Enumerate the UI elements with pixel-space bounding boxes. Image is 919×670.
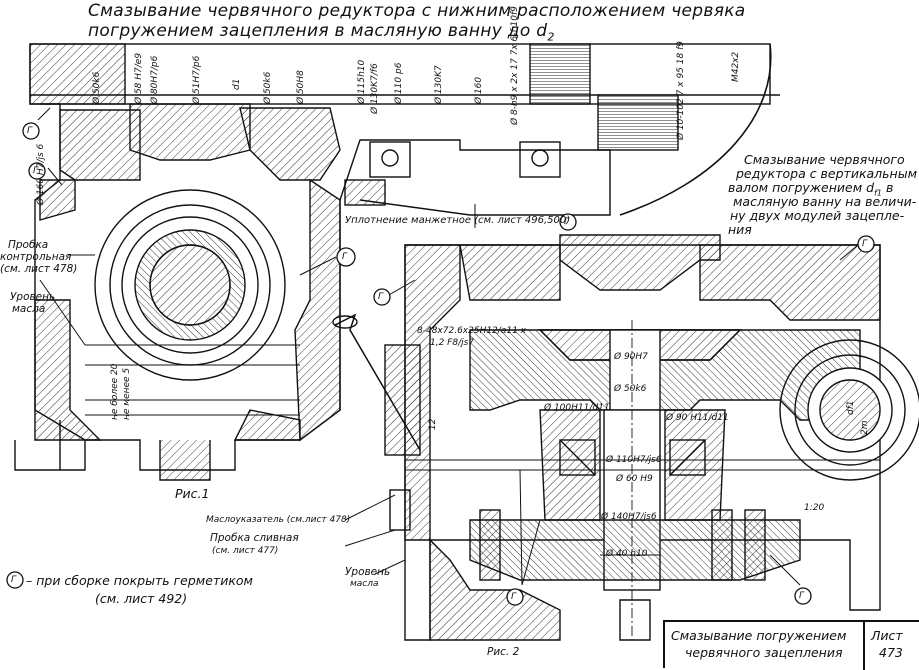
- fig1-ne-menee: не менее 5: [122, 367, 132, 420]
- stamp-title-1: Смазывание погружением: [671, 628, 847, 643]
- fig2-uroven-1: Уровень: [345, 566, 391, 578]
- fig1-dim-top-2: Ø 58 H7/e9: [134, 52, 144, 104]
- right-title-line-6: ния: [728, 222, 752, 237]
- fig2-d100: Ø 100H11/d11: [544, 403, 610, 413]
- fig2-d110: Ø 110H7/js6: [606, 455, 662, 465]
- fig1-dim-right-3: Ø 110 p6: [394, 62, 404, 104]
- fig1-uroven-2: масла: [12, 303, 46, 315]
- right-title-line-3-text: валом погружением d: [728, 180, 875, 195]
- fig2-caption: Рис. 2: [487, 646, 520, 658]
- fig2-twelve: 12: [428, 418, 438, 430]
- fig1-caption: Рис.1: [175, 486, 210, 501]
- fig1-ne-bolee: не более 20: [110, 363, 120, 420]
- fig2-d90b: Ø 90 H11/d11: [666, 413, 729, 423]
- fig1-dim-right-7: Ø 10-102 7 x 95 18 f9: [676, 41, 686, 140]
- stamp-divider: [863, 622, 865, 670]
- right-title-line-3: валом погружением df1 в: [728, 181, 893, 200]
- legend-text-2: (см. лист 492): [95, 591, 188, 606]
- fig1-dim-top-5: d1: [232, 78, 242, 90]
- fig1-dim-top-6: Ø 50k6: [263, 71, 273, 104]
- fig2-maslouk: Маслоуказатель (см.лист 478): [206, 515, 351, 525]
- right-title-line-1: Смазывание червячного: [744, 152, 905, 167]
- fig1-probka-1: Пробка: [8, 239, 49, 251]
- fig2-probka-sliv-2: (см. лист 477): [212, 546, 279, 556]
- legend-text: – при сборке покрыть герметиком: [26, 573, 253, 588]
- right-title-line-3-end: в: [881, 180, 894, 195]
- fig1-dim-right-1: Ø 115h10: [357, 59, 367, 104]
- fig2-df1: df1: [846, 400, 856, 415]
- gasket-markers: [6, 122, 875, 606]
- right-title-line-4: масляную ванну на величи-: [733, 194, 917, 209]
- fig1-dim-right-6: Ø 8-h9 x 2x 17 7x 6-f 10f9: [510, 6, 520, 125]
- fig2-2m: 2m: [860, 420, 870, 436]
- fig2-slope: 1:20: [804, 503, 825, 513]
- fig2-d60: Ø 60 H9: [616, 474, 653, 484]
- stamp-sheet-no: 473: [879, 645, 903, 660]
- fig1-dim-top-3: Ø 80H7/p6: [150, 55, 160, 104]
- fig2-drawing: [332, 234, 919, 641]
- fig1-dim-right-8: M42x2: [731, 51, 741, 82]
- stamp-sheet-label: Лист: [871, 628, 903, 643]
- fig1-dim-top-1: Ø 50k6: [92, 71, 102, 104]
- marker-3: Г: [342, 252, 348, 262]
- title-stamp: Смазывание погружением червячного зацепл…: [663, 620, 919, 670]
- marker-8: Г: [799, 591, 805, 601]
- right-title-line-5: ну двух модулей зацепле-: [730, 208, 905, 223]
- fig2-uroven-2: масла: [350, 579, 379, 589]
- fig1-dim-top-7: Ø 50H8: [296, 70, 306, 104]
- fig2-d140: Ø 140H7/js6: [601, 512, 657, 522]
- fig1-uplotnenie: Уплотнение манжетное (см. лист 496,500): [345, 215, 571, 226]
- header-line-2: погружением зацепления в масляную ванну …: [88, 22, 555, 46]
- marker-5: Г: [378, 292, 384, 302]
- right-title-line-2: редуктора с вертикальным: [736, 166, 917, 181]
- header-line-1: Смазывание червячного редуктора с нижним…: [88, 1, 746, 21]
- fig2-d50: Ø 50k6: [614, 384, 647, 394]
- marker-2: Г: [33, 166, 39, 176]
- fig1-dim-right-5: Ø 160: [474, 76, 484, 104]
- fig1-dim-right-2: Ø 130K7/f6: [370, 63, 380, 114]
- fig1-dim-right-4: Ø 130K7: [434, 65, 444, 104]
- fig2-d40: Ø 40 h10: [606, 549, 648, 559]
- marker-1: Г: [27, 126, 33, 136]
- right-title-line-3-sub: f1: [874, 188, 882, 198]
- marker-4: Г: [564, 217, 570, 227]
- fig2-d90: Ø 90H7: [614, 352, 648, 362]
- fig2-spline-1: 8-48x72.6x25H12/a11 x: [417, 326, 526, 336]
- stamp-title-2: червячного зацепления: [685, 645, 843, 660]
- marker-7: Г: [511, 592, 517, 602]
- marker-6: Г: [862, 239, 868, 249]
- header-line-2-text: погружением зацепления в масляную ванну …: [88, 21, 548, 41]
- fig2-spline-2: 1,2 F8/js7: [430, 338, 475, 348]
- fig1-dim-top-4: Ø 51H7/p6: [192, 55, 202, 104]
- fig1-drawing: [14, 43, 780, 481]
- fig2-probka-sliv-1: Пробка сливная: [210, 532, 299, 544]
- legend-symbol: Г: [11, 575, 17, 585]
- fig1-uroven-1: Уровень: [10, 291, 56, 303]
- fig1-probka-3: (см. лист 478): [0, 263, 78, 275]
- header-line-2-sub: 2: [547, 30, 555, 44]
- fig1-probka-2: контрольная: [0, 251, 72, 263]
